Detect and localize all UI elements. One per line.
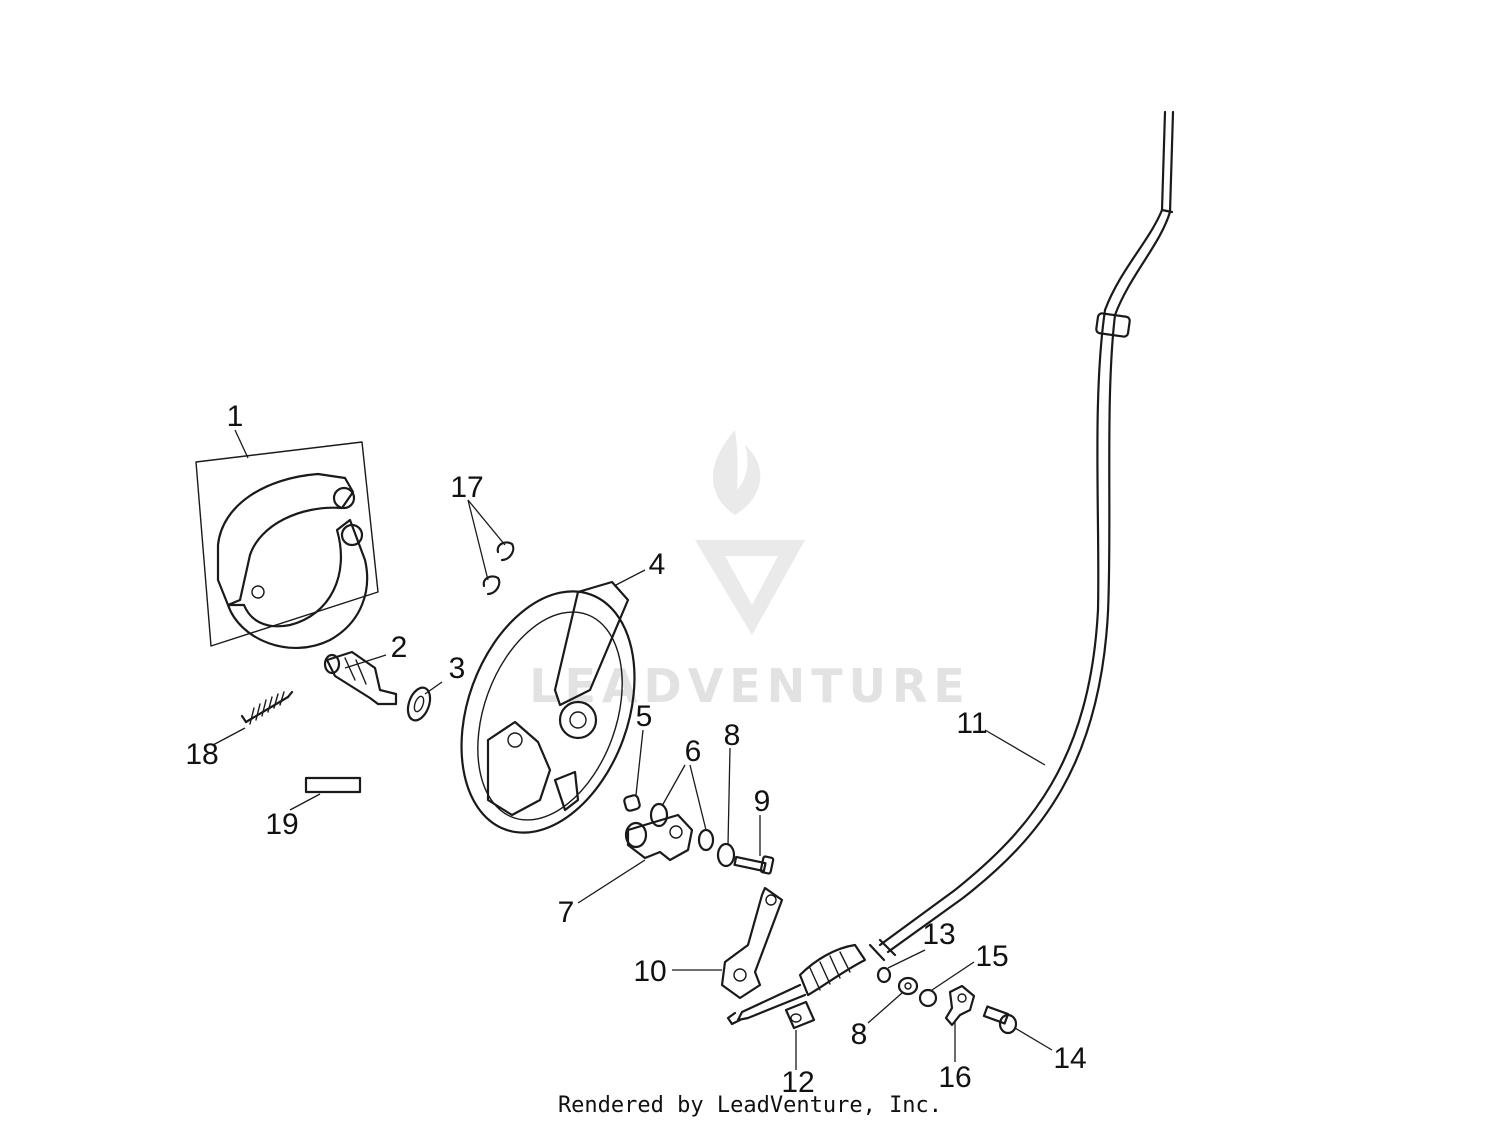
callout-2: 2: [391, 631, 408, 664]
callout-6: 6: [685, 735, 702, 768]
brake-cable: [726, 110, 1175, 1026]
washer-pair: [649, 802, 715, 852]
callout-5: 5: [636, 700, 653, 733]
render-credit: Rendered by LeadVenture, Inc.: [557, 1093, 943, 1118]
small-pin: [623, 794, 641, 812]
callout-19: 19: [265, 808, 298, 841]
callout-10: 10: [633, 955, 666, 988]
callout-15: 15: [975, 940, 1008, 973]
watermark-text: LEADVENTURE: [529, 659, 971, 713]
bolt: [733, 855, 775, 875]
flame-icon: [713, 430, 761, 515]
cable-clip: [944, 984, 976, 1027]
brake-cam-shaft: [323, 650, 398, 706]
circlip-pair: [482, 541, 515, 596]
washer: [406, 686, 432, 722]
v-logo-icon: [695, 540, 805, 635]
leader-lines: [212, 429, 1053, 1070]
callout-labels: 1 2 3 4 5 6 7 8 9 10 11 12 13 8 15 16 14…: [185, 400, 1086, 1099]
callout-11: 11: [956, 707, 987, 740]
bolt: [982, 1005, 1018, 1035]
cable-end-barrel: [784, 1000, 816, 1030]
callout-4: 4: [649, 548, 666, 581]
brake-panel: [460, 580, 636, 834]
washer: [897, 976, 919, 996]
callout-17: 17: [450, 471, 483, 504]
callout-13: 13: [922, 918, 955, 951]
callout-12: 12: [781, 1066, 814, 1099]
callout-16: 16: [938, 1061, 971, 1094]
callout-18: 18: [185, 738, 218, 771]
brake-lever-pivot: [624, 813, 694, 862]
washer: [876, 966, 892, 984]
callout-3: 3: [449, 652, 466, 685]
nut: [918, 988, 938, 1008]
bar-part: [304, 776, 362, 794]
callout-8: 8: [724, 719, 741, 752]
callout-9: 9: [754, 785, 771, 818]
brake-shoe-set: [195, 441, 379, 649]
callout-7: 7: [558, 896, 575, 929]
callout-1: 1: [227, 400, 244, 433]
callout-8-lower: 8: [851, 1018, 868, 1051]
leadventure-watermark: LEADVENTURE: [529, 430, 971, 713]
callout-14: 14: [1053, 1042, 1086, 1075]
brake-arm: [720, 886, 784, 1000]
washer: [716, 842, 736, 868]
return-spring: [240, 690, 294, 725]
